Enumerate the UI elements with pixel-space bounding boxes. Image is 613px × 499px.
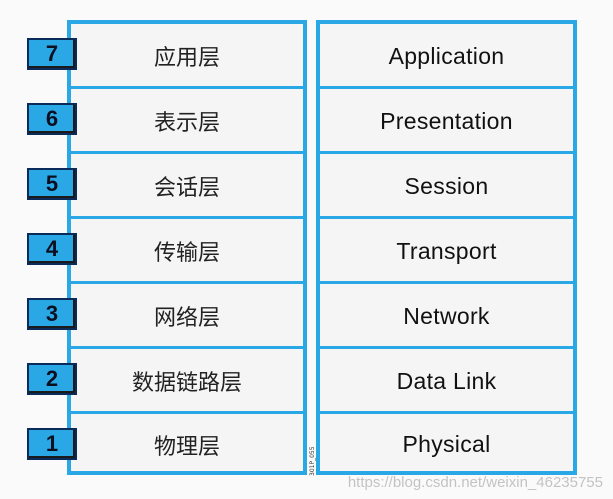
layer-1-en: Physical: [402, 431, 491, 457]
divider: [316, 346, 577, 349]
layer-4-number-badge: 4: [27, 233, 77, 265]
layer-6-zh: 表示层: [153, 111, 220, 136]
layer-2-number-badge: 2: [27, 363, 77, 395]
divider: [316, 151, 577, 154]
layer-3-en: Network: [403, 302, 490, 329]
figure-code-mark: 301P_055: [309, 446, 316, 476]
layer-5-number-badge: 5: [27, 168, 77, 200]
source-watermark: https://blog.csdn.net/weixin_46235755: [347, 474, 603, 491]
layer-3-zh: 网络层: [153, 306, 220, 331]
layer-7-zh: 应用层: [153, 46, 220, 71]
divider: [316, 281, 577, 284]
layer-1-number-badge: 1: [27, 428, 77, 460]
divider: [67, 86, 307, 89]
divider: [67, 281, 307, 284]
divider: [67, 216, 307, 219]
layer-5-en: Session: [404, 172, 489, 199]
divider: [316, 86, 577, 89]
divider: [316, 411, 577, 414]
divider: [316, 216, 577, 219]
layer-7-number-badge: 7: [27, 38, 77, 70]
chinese-layer-column: 应用层 表示层 会话层 传输层 网络层 数据链路层 物理层: [67, 20, 307, 475]
layer-4-zh: 传输层: [153, 241, 220, 266]
layer-2-en: Data Link: [396, 367, 497, 394]
layer-6-number-badge: 6: [27, 103, 77, 135]
layer-4-en: Transport: [396, 237, 497, 264]
layer-3-number-badge: 3: [27, 298, 77, 330]
divider: [67, 346, 307, 349]
divider: [67, 151, 307, 154]
layer-1-zh: 物理层: [153, 434, 220, 460]
layer-7-en: Application: [388, 42, 505, 69]
layer-6-en: Presentation: [380, 107, 513, 134]
layer-5-zh: 会话层: [153, 176, 220, 201]
layer-2-zh: 数据链路层: [131, 371, 242, 396]
english-layer-column: Application Presentation Session Transpo…: [316, 20, 577, 475]
divider: [67, 411, 307, 414]
